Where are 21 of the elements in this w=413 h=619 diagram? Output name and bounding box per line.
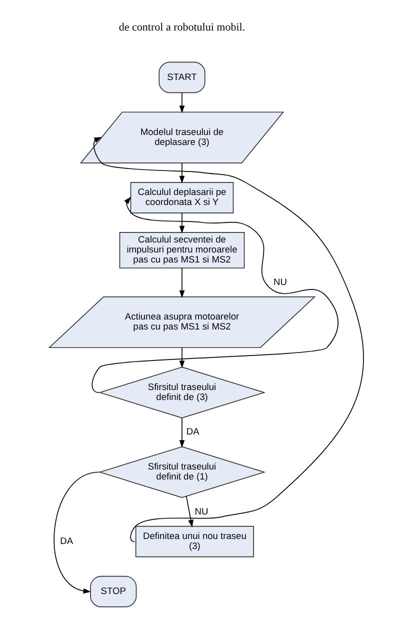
- edge-label: NU: [274, 276, 287, 287]
- arrow: [93, 137, 364, 542]
- node-diamond: Sfirsitul traseului definit de (1): [98, 446, 266, 498]
- node-box: Calculul deplasarii pe coordonata X si Y: [130, 182, 234, 214]
- arrow: [186, 496, 194, 528]
- arrow: [179, 418, 185, 448]
- edge-label: NU: [194, 506, 208, 516]
- label: de control a robotului mobil.: [118, 21, 246, 34]
- edge-label: DA: [186, 426, 199, 437]
- arrow: [179, 212, 185, 234]
- edge-label: DA: [60, 536, 73, 546]
- node-box: Calculul secventei de impulsuri pentru moroarele pas cu pas MS1 si MS2: [119, 232, 245, 268]
- arrow: [179, 268, 185, 298]
- arrow: [54, 472, 100, 594]
- node-box: START: [158, 62, 206, 94]
- node-box: Definitea unui nou traseu (3): [135, 526, 254, 558]
- arrow: [179, 92, 185, 114]
- arrow: [179, 162, 185, 184]
- arrow: [179, 347, 185, 368]
- node-diamond: Sfirsitul traseului definit de (3): [98, 366, 266, 418]
- node-box: STOP: [90, 576, 137, 608]
